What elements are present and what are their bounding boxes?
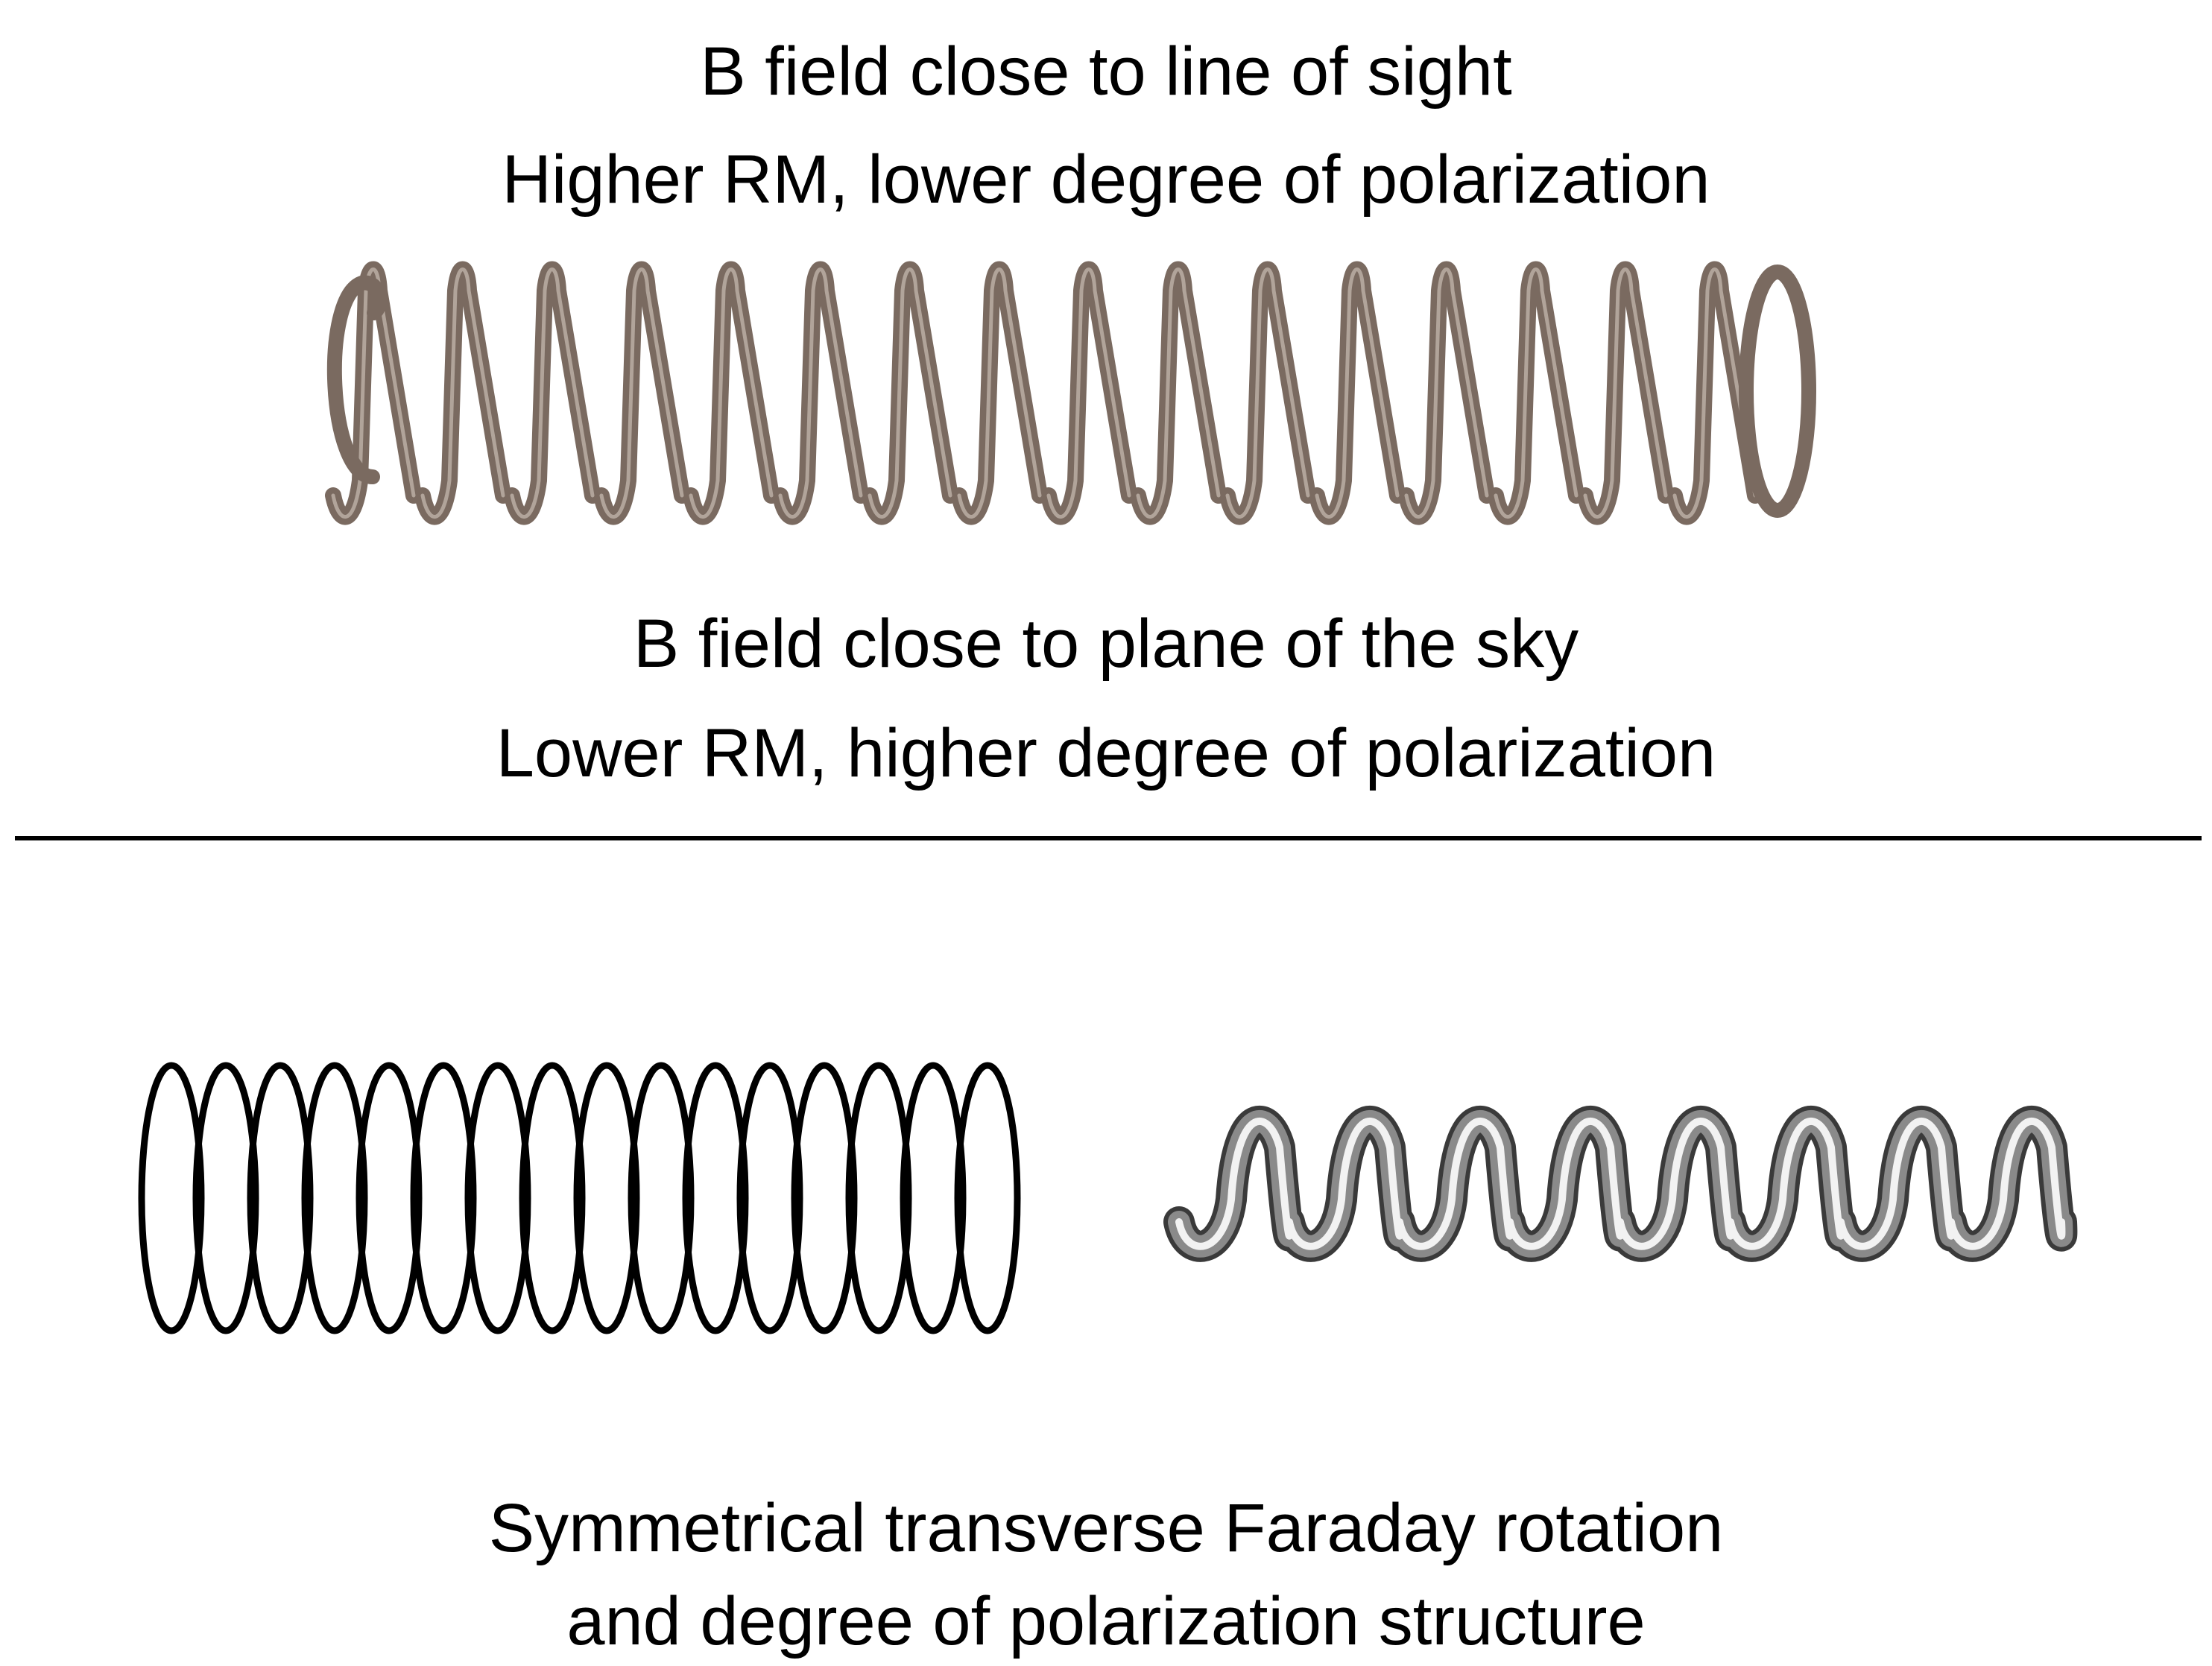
outline-coil-figure: [138, 1062, 1021, 1334]
outline-coil-loop: [900, 1062, 967, 1334]
outline-coil-loop: [356, 1062, 423, 1334]
bottom-caption-line2: and degree of polarization structure: [566, 1583, 1646, 1659]
outline-coil-loop: [573, 1062, 640, 1334]
outline-coil-loops: [138, 1062, 1021, 1334]
outline-coil-loop: [247, 1062, 314, 1334]
chrome-spring-figure: [1163, 1106, 2078, 1262]
top-caption-line2: Higher RM, lower degree of polarization: [502, 142, 1710, 218]
middle-caption-line1: B field close to plane of the sky: [633, 606, 1579, 682]
rusty-spring-wire: [325, 261, 1763, 525]
outline-coil-loop: [845, 1062, 912, 1334]
bottom-caption-line1: Symmetrical transverse Faraday rotation: [488, 1490, 1724, 1566]
chrome-spring-highlight: [1175, 1117, 2066, 1250]
outline-coil-loop: [410, 1062, 477, 1334]
outline-coil-loop: [464, 1062, 531, 1334]
outline-coil-loop: [791, 1062, 858, 1334]
rusty-spring-coils: [325, 261, 1816, 525]
middle-caption-line2: Lower RM, higher degree of polarization: [496, 715, 1716, 791]
outline-coil-loop: [519, 1062, 586, 1334]
outline-coil-loop: [192, 1062, 259, 1334]
rusty-spring-left-end: [326, 275, 387, 484]
outline-coil-loop: [682, 1062, 749, 1334]
rusty-spring-figure: [325, 261, 1816, 525]
outline-coil-loop: [954, 1062, 1021, 1334]
rusty-spring-right-end: [1739, 265, 1816, 518]
section-divider: [15, 836, 2202, 840]
outline-coil-loop: [628, 1062, 695, 1334]
outline-coil-loop: [736, 1062, 803, 1334]
chrome-spring-coils: [1163, 1106, 2078, 1262]
outline-coil-loop: [138, 1062, 205, 1334]
outline-coil-loop: [301, 1062, 368, 1334]
top-caption-line1: B field close to line of sight: [700, 34, 1512, 110]
